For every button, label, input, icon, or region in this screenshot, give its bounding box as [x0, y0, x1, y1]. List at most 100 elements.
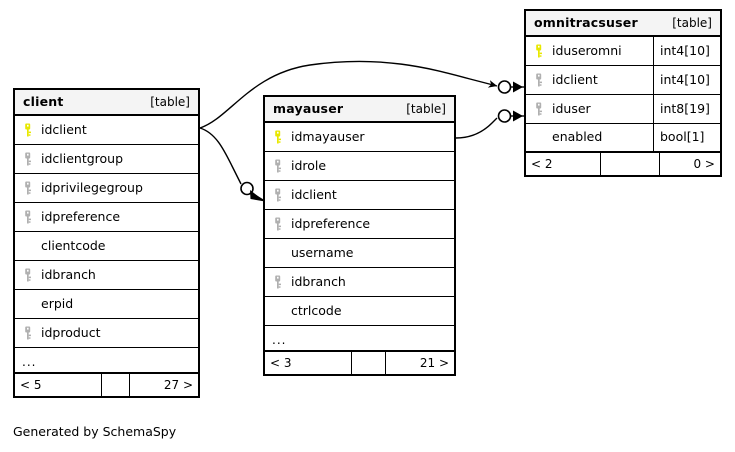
column-name-cell: idproduct [15, 319, 198, 347]
gray-key-icon [272, 275, 284, 289]
footer-middle-cell [600, 153, 660, 175]
column-row[interactable]: enabled bool[1] [526, 124, 720, 153]
column-row[interactable]: idclient [15, 116, 198, 145]
yellow-key-icon [22, 123, 34, 137]
table-type-tag: [table] [150, 95, 190, 109]
column-row[interactable]: iduser int8[19] [526, 95, 720, 124]
column-row[interactable]: idbranch [265, 268, 454, 297]
cardinality-zero-marker [497, 109, 512, 123]
column-row[interactable]: idclientgroup [15, 145, 198, 174]
column-row[interactable]: ctrlcode [265, 297, 454, 326]
column-name: idrole [291, 157, 327, 173]
column-name-cell: idbranch [15, 261, 198, 289]
column-row[interactable]: clientcode [15, 232, 198, 261]
column-name-cell: ctrlcode [265, 297, 454, 325]
column-name-cell: clientcode [15, 232, 198, 260]
column-name: idclientgroup [41, 150, 124, 166]
more-columns-indicator[interactable]: ... [15, 348, 198, 374]
column-name-cell: iduser [526, 95, 653, 123]
column-name: idprivilegegroup [41, 179, 143, 195]
column-name: iduseromni [552, 42, 622, 58]
column-type: bool[1] [653, 124, 720, 151]
column-name: clientcode [41, 237, 106, 253]
column-name-cell: idrole [265, 152, 454, 180]
column-name-cell: idpreference [265, 210, 454, 238]
column-name-cell: idclient [15, 116, 198, 144]
parent-relations-count[interactable]: < 2 [531, 157, 553, 171]
child-relations-count[interactable]: 27 > [163, 378, 193, 392]
table-footer-omnitracsuser: < 2 0 > [526, 153, 720, 175]
column-name: ctrlcode [291, 302, 342, 318]
column-name: enabled [552, 129, 603, 145]
column-type: int4[10] [653, 66, 720, 94]
column-row[interactable]: idproduct [15, 319, 198, 348]
column-row[interactable]: idprivilegegroup [15, 174, 198, 203]
column-name: idpreference [41, 208, 121, 224]
cardinality-zero-marker [240, 181, 254, 196]
parent-relations-count[interactable]: < 5 [20, 378, 42, 392]
parent-relations-count[interactable]: < 3 [270, 356, 292, 370]
column-row[interactable]: idmayauser [265, 123, 454, 152]
column-name: idproduct [41, 324, 101, 340]
table-header-client: client [table] [15, 90, 198, 116]
column-name: iduser [552, 100, 591, 116]
generated-by-note: Generated by SchemaSpy [13, 424, 177, 439]
column-name: idpreference [291, 215, 371, 231]
column-row[interactable]: erpid [15, 290, 198, 319]
table-footer-client: < 5 27 > [15, 374, 198, 396]
column-row[interactable]: idclient [265, 181, 454, 210]
child-relations-count[interactable]: 21 > [419, 356, 449, 370]
more-columns-indicator[interactable]: ... [265, 326, 454, 352]
yellow-key-icon [533, 44, 545, 58]
gray-key-icon [22, 210, 34, 224]
column-row[interactable]: username [265, 239, 454, 268]
gray-key-icon [272, 217, 284, 231]
cardinality-zero-marker [497, 80, 512, 94]
column-row[interactable]: idpreference [15, 203, 198, 232]
column-name-cell: idmayauser [265, 123, 454, 151]
column-name: erpid [41, 295, 74, 311]
table-title: mayauser [273, 100, 344, 116]
table-header-omnitracsuser: omnitracsuser[table] [526, 11, 720, 37]
column-name-cell: erpid [15, 290, 198, 318]
column-name-cell: idclientgroup [15, 145, 198, 173]
column-name: idclient [291, 186, 337, 202]
column-row[interactable]: idrole [265, 152, 454, 181]
gray-key-icon [533, 73, 545, 87]
column-name: idbranch [41, 266, 96, 282]
gray-key-icon [22, 181, 34, 195]
footer-middle-cell [101, 374, 130, 396]
column-name: idclient [41, 121, 87, 137]
column-name-cell: idclient [526, 66, 653, 94]
column-name: idclient [552, 71, 598, 87]
column-row[interactable]: idbranch [15, 261, 198, 290]
column-name: username [291, 244, 354, 260]
column-name-cell: idclient [265, 181, 454, 209]
gray-key-icon [272, 159, 284, 173]
child-relations-count[interactable]: 0 > [693, 157, 715, 171]
table-mayauser[interactable]: mayauser [table] idmayauser idrole idclient i… [263, 95, 456, 376]
column-name-cell: enabled [526, 124, 653, 151]
edge-client-to-mayauser [199, 127, 265, 202]
table-footer-mayauser: < 3 21 > [265, 352, 454, 374]
column-row[interactable]: idclient int4[10] [526, 66, 720, 95]
gray-key-icon [22, 152, 34, 166]
column-row[interactable]: idpreference [265, 210, 454, 239]
gray-key-icon [533, 102, 545, 116]
column-name-cell: iduseromni [526, 37, 653, 65]
gray-key-icon [22, 268, 34, 282]
table-header-mayauser: mayauser [table] [265, 97, 454, 123]
column-name-cell: username [265, 239, 454, 267]
table-type-tag: [table] [406, 102, 446, 116]
column-type: int8[19] [653, 95, 720, 123]
table-client[interactable]: client [table] idclient idclientgroup idpriv… [13, 88, 200, 398]
table-title: client [23, 93, 64, 109]
column-name-cell: idbranch [265, 268, 454, 296]
column-name: idbranch [291, 273, 346, 289]
gray-key-icon [22, 326, 34, 340]
gray-key-icon [272, 188, 284, 202]
footer-middle-cell [351, 352, 386, 374]
